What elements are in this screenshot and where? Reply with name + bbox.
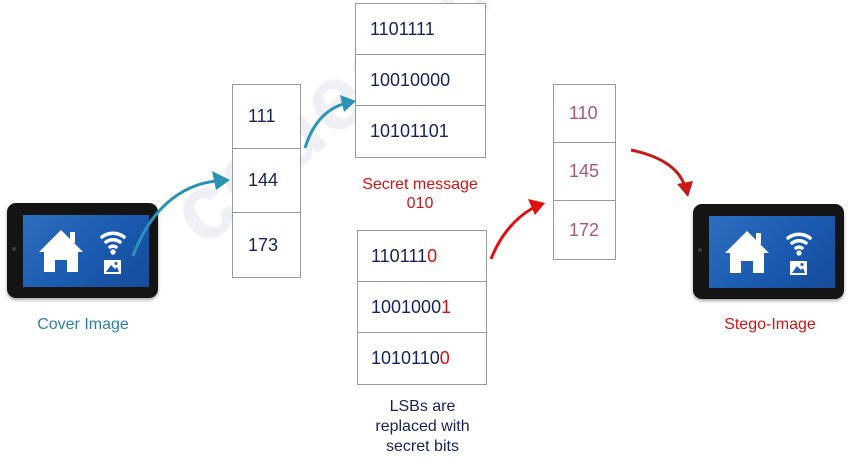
wifi-dot [110,249,116,255]
replaced-lsb: 1 [441,296,452,317]
cover-image-tablet [7,203,158,298]
tablet-camera [698,248,702,252]
wifi-icon [100,231,126,249]
binary-byte-cell: 10010000 [355,55,486,106]
binary-byte-cell: 1101111 [355,3,486,55]
byte-prefix: 110111 [371,245,428,266]
pixel-value-cell: 173 [232,213,301,278]
stego-value-cell: 110 [553,84,616,143]
lsb-caption-line: replaced with [375,418,470,435]
stego-value-cell: 145 [553,143,616,201]
image-icon [104,260,121,274]
wifi-dot [796,250,802,256]
image-icon [790,261,807,275]
secret-message-caption: Secret message 010 [330,175,510,213]
pixel-value-cell: 111 [232,84,301,149]
lsb-caption-line: secret bits [386,438,459,455]
replaced-lsb: 0 [439,348,450,368]
replaced-lsb: 0 [427,245,438,266]
lsb-caption: LSBs are replaced with secret bits [345,397,500,457]
wifi-icon [786,232,812,250]
arrow-cover-to-pixels [131,171,230,257]
binary-byte-cell: 10101101 [355,106,486,158]
pixel-value-cell: 144 [232,149,301,213]
stego-tablet-icons [725,231,812,275]
original-binary-bytes: 1101111 10010000 10101101 [355,3,486,158]
secret-message-title: Secret message [362,176,478,193]
byte-prefix: 1010110 [371,348,440,368]
arrow-pixels-to-binary [303,95,356,149]
stego-pixel-values: 110 145 172 [553,84,616,260]
cover-tablet-icons [39,230,126,274]
secret-message-bits: 010 [406,195,434,212]
arrow-stego-to-tablet [630,148,693,197]
byte-prefix: 1001000 [371,296,442,317]
tablet-screen [23,215,149,287]
arrow-modified-to-stego [489,199,545,260]
tablet-camera [12,247,16,251]
home-icon [725,231,769,273]
cover-image-label: Cover Image [37,316,129,333]
home-icon [39,230,83,272]
stego-value-cell: 172 [553,201,616,260]
stego-image-tablet [693,204,844,299]
lsb-caption-line: LSBs are [389,398,456,415]
stego-image-label: Stego-Image [724,316,816,333]
tablet-screen [709,216,835,288]
cover-pixel-values: 111 144 173 [232,84,301,278]
